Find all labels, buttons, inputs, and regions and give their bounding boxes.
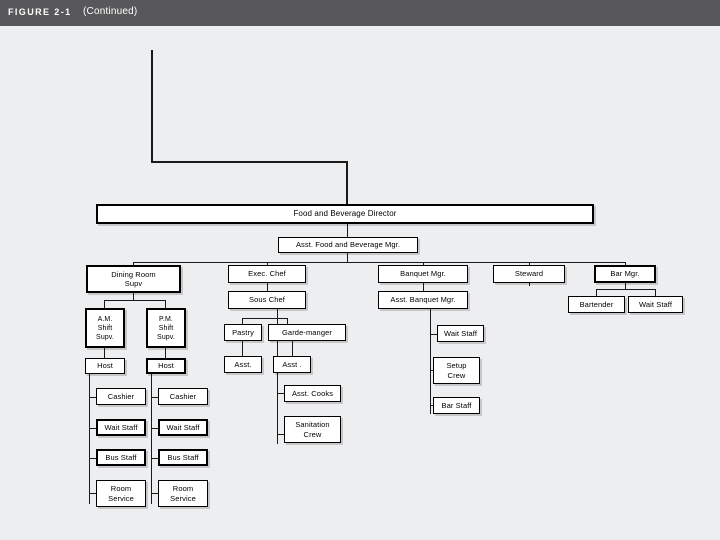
connector-to-pm-shift bbox=[165, 300, 166, 309]
node-bar-staff[interactable]: Bar Staff bbox=[433, 397, 480, 414]
connector-sous-spine bbox=[277, 309, 278, 444]
connector-bar-split bbox=[596, 289, 655, 290]
connector-top-vertical bbox=[151, 50, 153, 162]
connector-top-to-director bbox=[346, 161, 348, 209]
connector-host-pm-to-bus-staff bbox=[151, 458, 159, 459]
node-asst-cooks[interactable]: Asst. Cooks bbox=[284, 385, 341, 402]
figure-header-bar: FIGURE 2-1 (Continued) bbox=[0, 0, 720, 26]
node-asst-food-and-beverage-mgr[interactable]: Asst. Food and Beverage Mgr. bbox=[278, 237, 418, 253]
connector-director-to-asst bbox=[347, 224, 348, 238]
connector-asst-banquet-spine bbox=[430, 309, 431, 414]
connector-sous-to-garde-manger bbox=[287, 318, 288, 325]
connector-sous-to-asst-cooks bbox=[277, 393, 285, 394]
node-garde-manger-asst[interactable]: Asst . bbox=[273, 356, 311, 373]
node-wait-staff-am[interactable]: Wait Staff bbox=[96, 419, 146, 436]
connector-pastry-to-asst bbox=[242, 341, 243, 357]
node-host-pm[interactable]: Host bbox=[146, 358, 186, 374]
node-cashier-am[interactable]: Cashier bbox=[96, 388, 146, 405]
node-bartender[interactable]: Bartender bbox=[568, 296, 625, 313]
node-asst-banquet-mgr[interactable]: Asst. Banquet Mgr. bbox=[378, 291, 468, 309]
node-garde-manger[interactable]: Garde-manger bbox=[268, 324, 346, 341]
node-exec-chef[interactable]: Exec. Chef bbox=[228, 265, 306, 283]
connector-dining-down bbox=[133, 293, 134, 301]
connector-banquet-to-wait-staff bbox=[430, 334, 438, 335]
connector-host-pm-to-wait-staff bbox=[151, 428, 159, 429]
node-food-and-beverage-director[interactable]: Food and Beverage Director bbox=[96, 204, 594, 224]
connector-bar-to-wait-staff bbox=[655, 289, 656, 297]
figure-number-label: FIGURE 2-1 bbox=[8, 7, 72, 17]
node-bus-staff-am[interactable]: Bus Staff bbox=[96, 449, 146, 466]
connector-am-to-host bbox=[104, 348, 105, 359]
node-steward[interactable]: Steward bbox=[493, 265, 565, 283]
node-setup-crew[interactable]: Setup Crew bbox=[433, 357, 480, 384]
org-chart-canvas: Food and Beverage Director Asst. Food an… bbox=[0, 26, 720, 540]
figure-continued-label: (Continued) bbox=[83, 6, 138, 17]
node-sanitation-crew[interactable]: Sanitation Crew bbox=[284, 416, 341, 443]
connector-top-horizontal bbox=[151, 161, 347, 163]
node-pastry[interactable]: Pastry bbox=[224, 324, 262, 341]
node-dining-room-supv[interactable]: Dining Room Supv bbox=[86, 265, 181, 293]
connector-asst-down bbox=[347, 253, 348, 263]
node-bus-staff-pm[interactable]: Bus Staff bbox=[158, 449, 208, 466]
connector-host-am-to-wait-staff bbox=[89, 428, 97, 429]
node-banquet-wait-staff[interactable]: Wait Staff bbox=[437, 325, 484, 342]
node-wait-staff-pm[interactable]: Wait Staff bbox=[158, 419, 208, 436]
connector-exec-to-sous bbox=[267, 283, 268, 292]
connector-dining-split bbox=[104, 300, 166, 301]
node-sous-chef[interactable]: Sous Chef bbox=[228, 291, 306, 309]
connector-host-am-to-room-service bbox=[89, 493, 97, 494]
node-bar-mgr[interactable]: Bar Mgr. bbox=[594, 265, 656, 283]
node-pm-shift-supv[interactable]: P.M. Shift Supv. bbox=[146, 308, 186, 348]
connector-host-am-to-cashier bbox=[89, 397, 97, 398]
connector-host-am-spine bbox=[89, 374, 90, 504]
connector-host-am-to-bus-staff bbox=[89, 458, 97, 459]
connector-sous-top-split bbox=[242, 318, 287, 319]
node-pastry-asst[interactable]: Asst. bbox=[224, 356, 262, 373]
connector-host-pm-to-room-service bbox=[151, 493, 159, 494]
node-banquet-mgr[interactable]: Banquet Mgr. bbox=[378, 265, 468, 283]
connector-pm-to-host bbox=[165, 348, 166, 359]
connector-sous-to-sanitation-crew bbox=[277, 434, 285, 435]
connector-sous-to-pastry bbox=[242, 318, 243, 325]
connector-host-pm-spine bbox=[151, 374, 152, 504]
connector-bar-to-bartender bbox=[596, 289, 597, 297]
connector-to-am-shift bbox=[104, 300, 105, 309]
connector-level2-bus bbox=[133, 262, 625, 263]
node-host-am[interactable]: Host bbox=[85, 358, 125, 374]
connector-host-pm-to-cashier bbox=[151, 397, 159, 398]
node-room-service-pm[interactable]: Room Service bbox=[158, 480, 208, 507]
connector-bar-down bbox=[625, 283, 626, 290]
connector-banquet-to-asst bbox=[423, 283, 424, 292]
connector-garde-to-asst bbox=[292, 341, 293, 357]
node-cashier-pm[interactable]: Cashier bbox=[158, 388, 208, 405]
node-am-shift-supv[interactable]: A.M. Shift Supv. bbox=[85, 308, 125, 348]
node-room-service-am[interactable]: Room Service bbox=[96, 480, 146, 507]
node-bar-wait-staff[interactable]: Wait Staff bbox=[628, 296, 683, 313]
